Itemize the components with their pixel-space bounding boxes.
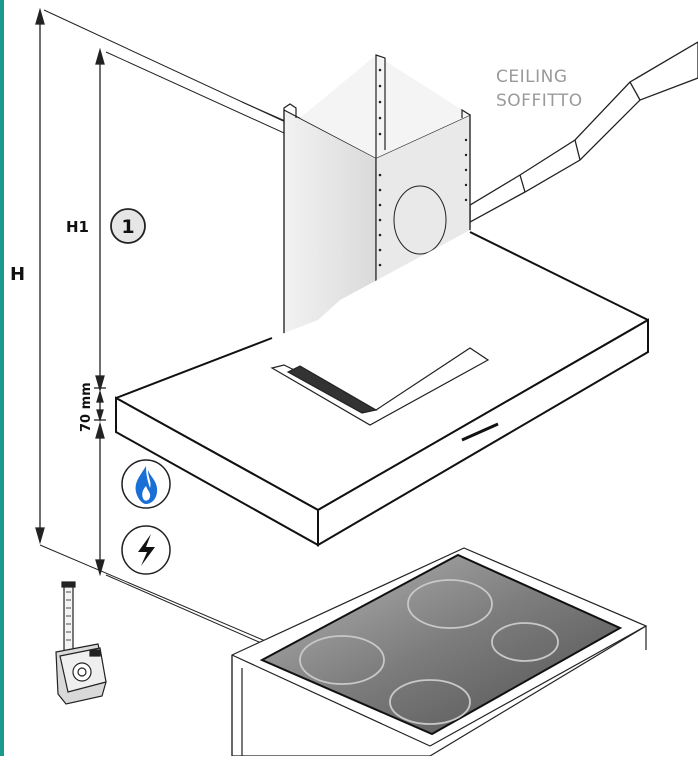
gap-label: 70 mm (79, 382, 94, 432)
ceiling-label-it: SOFFITTO (496, 91, 583, 111)
step-badge: 1 (110, 208, 146, 244)
dimension-h1 (94, 47, 106, 393)
electric-lightning-icon (121, 525, 171, 575)
chimney-height-label: H1 (66, 218, 89, 236)
glass-ceramic-hob (259, 553, 623, 736)
chimney-base-plate (270, 347, 490, 426)
dimension-h (35, 7, 45, 545)
page-border (0, 0, 4, 756)
dimension-70mm (94, 389, 106, 577)
chimney-screw-holes (378, 68, 468, 282)
hob-burner-rings (299, 579, 559, 725)
duct-outlet-outline (393, 185, 447, 255)
ceiling-label-en: CEILING (496, 67, 568, 87)
tape-measure-icon (55, 581, 107, 705)
hood-body (115, 230, 649, 547)
step-number: 1 (121, 216, 134, 238)
gas-flame-icon (121, 459, 171, 509)
total-height-label: H (10, 264, 25, 285)
